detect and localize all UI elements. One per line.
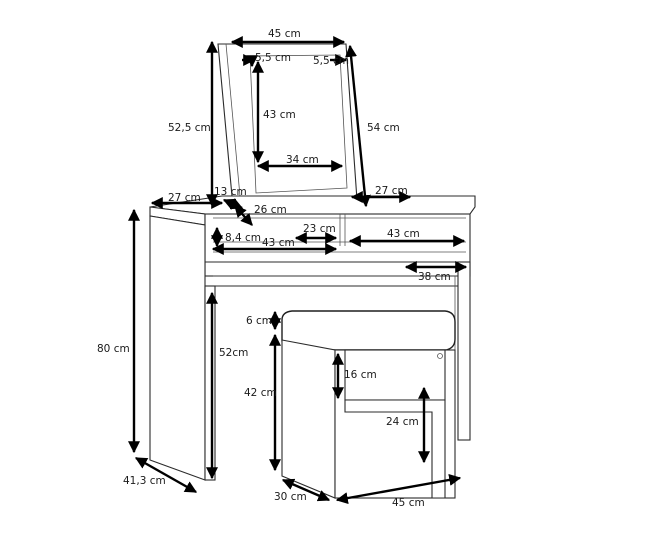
label-leg-height: 52cm [219, 347, 248, 359]
label-mirror-inner-width: 34 cm [286, 154, 319, 166]
label-mirror-side-right: 5,5 cm [313, 55, 349, 67]
label-mirror-raised-height: 52,5 cm [168, 122, 211, 134]
dimension-arrows [128, 36, 468, 505]
label-mirror-depth: 26 cm [254, 204, 287, 216]
label-compartment-height: 8,4 cm [225, 232, 261, 244]
label-stool-leg-gap: 24 cm [386, 416, 419, 428]
label-table-right-top: 27 cm [375, 185, 408, 197]
label-stool-height: 42 cm [244, 387, 277, 399]
label-stool-width: 45 cm [392, 497, 425, 509]
label-stool-cushion: 6 cm [246, 315, 272, 327]
label-compartment-left-width: 43 cm [262, 237, 295, 249]
label-table-left-top: 27 cm [168, 192, 201, 204]
label-table-depth: 41,3 cm [123, 475, 166, 487]
label-compartment-right-width: 43 cm [387, 228, 420, 240]
label-mirror-side-left: 5,5 cm [255, 52, 291, 64]
label-mirror-total-height: 54 cm [367, 122, 400, 134]
label-mirror-left-offset: 13 cm [214, 186, 247, 198]
label-mirror-inner-height: 43 cm [263, 109, 296, 121]
stool [281, 310, 456, 499]
mirror-panel [217, 43, 358, 208]
label-stool-apron: 16 cm [344, 369, 377, 381]
label-table-height: 80 cm [97, 343, 130, 355]
label-stool-depth: 30 cm [274, 491, 307, 503]
label-compartment-depth: 23 cm [303, 223, 336, 235]
label-mirror-width: 45 cm [268, 28, 301, 40]
label-knee-depth: 38 cm [418, 271, 451, 283]
